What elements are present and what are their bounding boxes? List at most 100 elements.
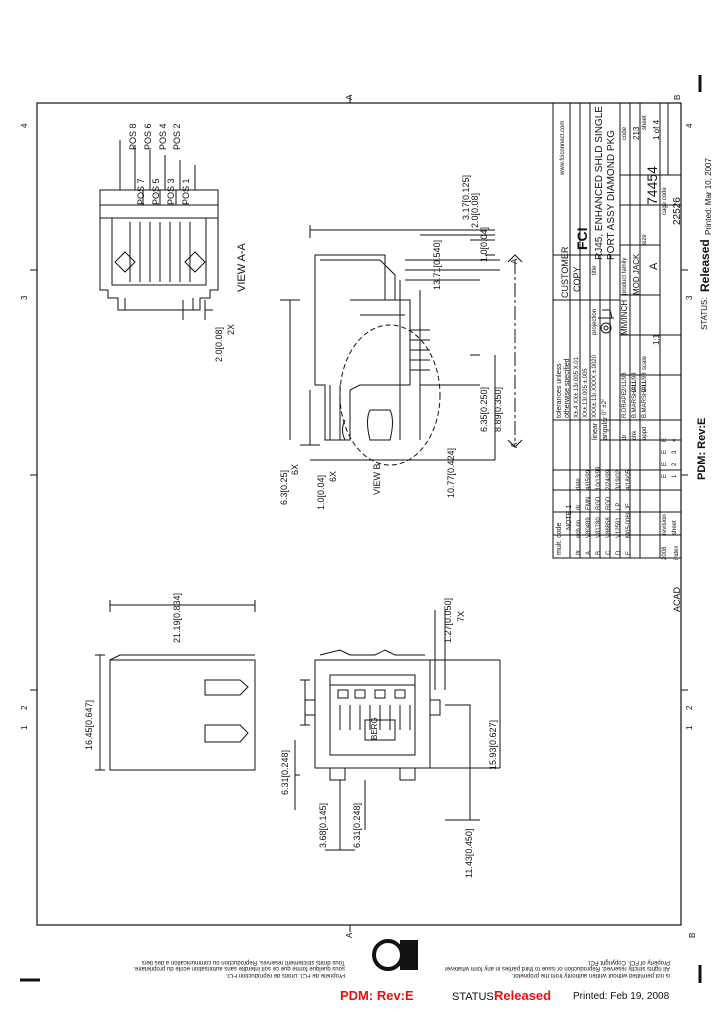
section-marker: A: [510, 258, 519, 264]
sheet-value: 1 of 4: [652, 119, 661, 140]
sheet-index-rev: E: [662, 437, 668, 442]
linear-label: linear: [592, 422, 599, 440]
angular-value: 0° ±2°: [602, 398, 608, 415]
sheet-index-rev: E: [662, 461, 668, 466]
title-label: title: [592, 265, 598, 275]
pos-label: POS 7: [136, 178, 146, 205]
dim-label: 6.35[0.250]: [479, 386, 489, 432]
pos-label: POS 1: [181, 178, 191, 205]
size-value: A: [648, 262, 660, 270]
sheet-index-rev: E: [662, 473, 668, 478]
rev-cell: V12591: [616, 517, 622, 538]
rev-cell: EMN: [586, 496, 592, 510]
scale-value: 1:1: [652, 333, 661, 345]
status-value: Released: [494, 988, 552, 1003]
copyright-line: Propriete de FCI. Droits de reproduction…: [225, 972, 345, 978]
dim-label: 1.0[0.04]: [479, 226, 489, 262]
dim-label: 21.19[0.834]: [172, 592, 182, 643]
view-aa-label: VIEW A-A: [236, 243, 248, 292]
note-label: NOTE 1: [566, 504, 573, 530]
side-status-value: Released: [698, 239, 712, 292]
copyright-block-2: is not permitted without written authori…: [430, 938, 670, 978]
title-line-1: RJ45, ENHANCED SHLD SINGLE: [594, 106, 605, 260]
dim-label: 15.93[0.627]: [488, 719, 498, 770]
signoff-date: 2/11/98: [632, 372, 638, 392]
rev-cell: C: [606, 550, 612, 555]
sheet-label: sheet: [642, 115, 648, 130]
signoff-role: appd: [642, 426, 648, 440]
border-number: 1: [20, 725, 29, 730]
border-number: 3: [685, 295, 694, 300]
section-marker: A: [510, 442, 519, 448]
rev-cell: 10/13/99: [596, 466, 602, 490]
border-letter: B: [688, 932, 697, 938]
dim-label: 2.0[0.08]: [214, 326, 224, 362]
front-left-drawing: [95, 600, 256, 771]
copyright-line: Tous droits strictement reserves. Reprod…: [141, 959, 345, 965]
projection-label: projection: [592, 308, 598, 335]
view-b-drawing: [280, 225, 523, 466]
rev-cell: RGD: [606, 496, 612, 510]
title-line-2: PORT ASSY DIAMOND PKG: [606, 129, 617, 260]
rev-cell: JF: [626, 503, 632, 510]
border-number: 2: [20, 705, 29, 710]
rev-header: dr: [576, 504, 582, 510]
tolerance-line: tolerances unless: [556, 363, 563, 418]
rev-cell: B: [596, 550, 602, 555]
rev-cell: M05-0069: [626, 510, 632, 538]
fci-logo-title: FCI: [574, 227, 590, 250]
title-block: [552, 102, 682, 559]
dim-label: 2X: [226, 323, 236, 335]
dim-label: 1.0[0.04]: [316, 474, 326, 510]
dim-label: 3.68[0.145]: [318, 802, 328, 848]
drawing-number: 74454: [644, 166, 660, 205]
dim-label: 13.71[0.540]: [432, 239, 442, 290]
units-label: MM/INCH: [620, 299, 629, 335]
border-number: 3: [20, 295, 29, 300]
sheet-index-rev: E: [662, 449, 668, 454]
rev-cell: 2/24/99: [606, 469, 612, 490]
tolerance-line: otherwise specified: [564, 358, 571, 418]
pos-label: POS 3: [166, 178, 176, 205]
border-letter: B: [673, 94, 682, 100]
front-right-drawing: [294, 610, 501, 851]
signoff-role: dr: [622, 434, 628, 440]
scale-label: scale: [642, 355, 648, 370]
cage-code-value: 22526: [672, 197, 683, 225]
signoff-date: 2/11/98: [622, 372, 628, 392]
sheet-index-label: sheet: [672, 520, 678, 535]
product-family-value: MOD JACK: [632, 253, 641, 295]
border-number: 2: [685, 705, 694, 710]
view-aa-drawing: [99, 140, 219, 320]
rev-cell: E: [626, 550, 632, 555]
border-number: 1: [685, 725, 694, 730]
copy-label: COPY: [572, 266, 582, 292]
size-label: size: [642, 234, 648, 245]
status-footer: PDM: Rev:E STATUS: Released Printed: Feb…: [0, 988, 720, 1008]
dim-label: 6X: [290, 463, 300, 475]
angular-label: angular: [602, 416, 609, 440]
rev-cell: 4/05/99: [586, 469, 592, 490]
pos-label: POS 2: [172, 123, 182, 150]
rev-cell: D: [616, 550, 622, 555]
rev-header: ltr: [576, 550, 582, 555]
fci-logo-bottom: [372, 939, 418, 971]
dim-label: 6.31[0.248]: [280, 749, 290, 795]
dim-label: 6.31[0.248]: [352, 802, 362, 848]
cage-code-label: cage code: [662, 187, 668, 215]
pdm-revision: PDM: Rev:E: [340, 988, 414, 1003]
sheet-border: [36, 102, 682, 926]
copyright-line: is not permitted without written authori…: [511, 972, 670, 978]
border-number: 4: [685, 123, 694, 128]
dim-label: 2.0[0.08]: [470, 192, 480, 228]
view-b-label: VIEW B: [372, 463, 382, 495]
rev-cell: RGD: [596, 496, 602, 510]
website: www.fciconnect.com: [560, 120, 566, 175]
dim-label: 8.89[0.350]: [493, 386, 503, 432]
sheet-index-num: 3: [672, 450, 678, 454]
side-printed: Printed: Mar 10, 2007: [704, 158, 713, 235]
berg-label: BERG: [370, 717, 379, 740]
pos-label: POS 4: [158, 123, 168, 150]
